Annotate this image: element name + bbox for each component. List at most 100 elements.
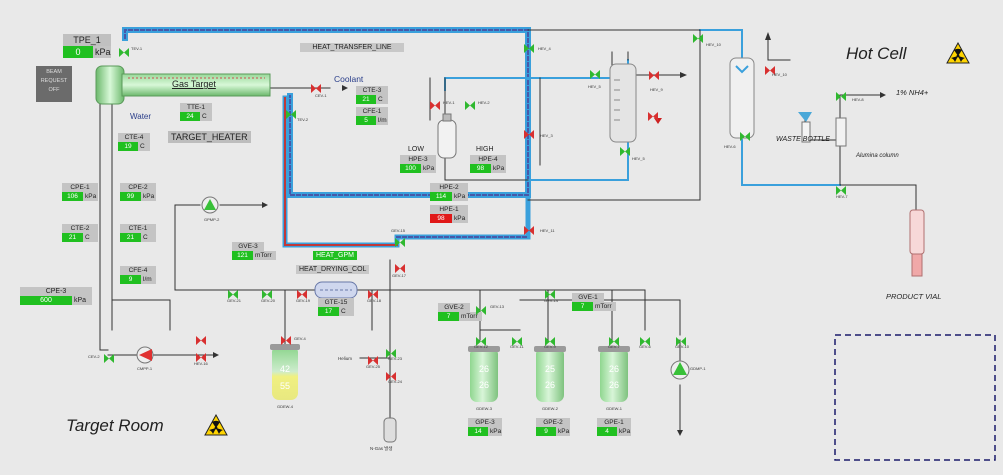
gauge-unit: mTorr	[461, 313, 478, 320]
valve-hev-lower-tag: HEV_5	[632, 156, 645, 161]
valve-hev8[interactable]	[836, 88, 846, 106]
valve-tev2[interactable]	[286, 106, 296, 124]
valve-gev21[interactable]	[228, 286, 238, 304]
valve-gev15[interactable]	[395, 234, 405, 252]
valve-hev12[interactable]	[648, 108, 658, 126]
gauge-name: CTE-2	[62, 224, 98, 233]
vessel-gdew3[interactable]: 26 26	[468, 346, 500, 402]
gauge-name: CPE-1	[62, 183, 98, 192]
gauge-name: HPE-1	[430, 205, 468, 214]
valve-hev7[interactable]	[836, 182, 846, 200]
valve-cev2[interactable]	[104, 350, 114, 368]
valve-hev10[interactable]	[765, 62, 775, 80]
gauge-name: CPE-2	[120, 183, 156, 192]
vessel-top-value: 42	[279, 364, 290, 374]
valve-hev5[interactable]	[590, 66, 600, 84]
valve-hev2-tag: HEV-2	[478, 100, 490, 105]
valve-gev24-tag: GEV-24	[388, 379, 403, 384]
valve-gev13[interactable]	[476, 302, 486, 320]
gauge-name: CTE-3	[356, 86, 388, 95]
vessel-cap	[468, 346, 500, 352]
valve-hev11[interactable]	[524, 222, 534, 240]
valve-upper-cev[interactable]	[196, 332, 206, 350]
valve-tev2-tag: TEV-2	[297, 117, 309, 122]
alumina-column-label: Alumina column	[856, 153, 899, 159]
gauge-name: TPE_1	[63, 34, 111, 46]
vessel-gdew2-tag: GDEW-2	[542, 406, 558, 411]
valve-hev2[interactable]	[465, 97, 475, 115]
valve-gev4[interactable]	[281, 332, 291, 350]
valve-gev19[interactable]	[297, 286, 307, 304]
nh4-label: 1% NH4+	[896, 88, 929, 97]
pump-gdmp1[interactable]	[671, 361, 689, 379]
valve-hev4-tag: HEV_4	[538, 46, 551, 51]
beam-request-button[interactable]: BEAM REQUEST OFF	[36, 66, 72, 102]
valve-gev24[interactable]	[386, 368, 396, 386]
valve-hev16[interactable]	[196, 349, 206, 367]
valve-gev18[interactable]	[368, 286, 378, 304]
valve-cev1[interactable]	[311, 80, 321, 98]
gauge-unit: l/m	[378, 117, 387, 124]
valve-gev7-tag: GEV-7	[608, 344, 620, 349]
heat-transfer-line-label: HEAT_TRANSFER_LINE	[300, 43, 404, 52]
gauge-value: 21	[356, 95, 376, 104]
gauge-value: 99	[120, 192, 141, 201]
valve-gev15-tag: GEV-15	[391, 228, 406, 233]
gauge-value: 24	[180, 112, 200, 121]
valve-tev1-tag: TEV-1	[131, 46, 143, 51]
valve-tev1[interactable]	[119, 44, 129, 62]
valve-hev4[interactable]	[524, 40, 534, 58]
valve-hev1[interactable]	[430, 97, 440, 115]
gauge-unit: C	[341, 308, 346, 315]
gauge-unit: kPa	[143, 193, 155, 200]
valve-gev25[interactable]	[368, 352, 378, 370]
gauge-value: 7	[572, 302, 593, 311]
valve-hev3[interactable]	[524, 126, 534, 144]
valve-gev23-tag: GEV-23	[388, 356, 403, 361]
valve-gev19-tag: GEV-19	[296, 298, 311, 303]
pump-gpmp2[interactable]	[202, 197, 218, 213]
valve-gev9[interactable]	[545, 333, 555, 351]
valve-gev20[interactable]	[262, 286, 272, 304]
valve-gev14[interactable]	[545, 286, 555, 304]
valve-gev25-tag: GEV-25	[366, 364, 381, 369]
valve-hev6[interactable]	[740, 128, 750, 146]
valve-gev13-tag: GEV-13	[490, 304, 505, 309]
valve-hev-top[interactable]	[693, 30, 703, 48]
valve-gev9-tag: GEV-9	[544, 344, 556, 349]
valve-gev10[interactable]	[676, 333, 686, 351]
vessel-top-value: 26	[608, 364, 619, 374]
pump-gpmp2-tag: GPMP-2	[204, 217, 220, 222]
valve-gev4-tag: GEV-4	[294, 336, 306, 341]
pump-cmpp1-tag: CMPP-1	[137, 366, 153, 371]
vessel-gdew1[interactable]: 26 26	[598, 346, 630, 402]
coolant-label: Coolant	[334, 74, 364, 84]
valve-gev10-tag: GEV-10	[675, 344, 690, 349]
vessel-gdew4[interactable]: 42 55	[270, 344, 300, 400]
valve-gev7[interactable]	[609, 333, 619, 351]
pump-cmpp1[interactable]	[137, 347, 153, 363]
valve-hev-lower[interactable]	[620, 143, 630, 161]
valve-gev21-tag: GEV-21	[227, 298, 242, 303]
valve-gev23[interactable]	[386, 345, 396, 363]
valve-gev6[interactable]	[640, 333, 650, 351]
valve-hev1-tag: HEV-1	[443, 100, 455, 105]
high-label: HIGH	[476, 146, 494, 153]
valve-hev16-tag: HEV-16	[194, 361, 208, 366]
gauge-value: 9	[120, 275, 141, 284]
gauge-name: GPE-3	[468, 418, 502, 427]
beam-line3: OFF	[48, 87, 60, 93]
vessel-gdew1-tag: GDEW-1	[606, 406, 622, 411]
valve-hev9-tag: HEV_9	[650, 87, 663, 92]
gauge-name: GPE-2	[536, 418, 570, 427]
valve-gev12[interactable]	[476, 333, 486, 351]
vessel-gdew2[interactable]: 25 26	[534, 346, 566, 402]
gauge-unit: C	[143, 234, 148, 241]
valve-gev17[interactable]	[395, 260, 405, 278]
valve-gev11[interactable]	[512, 333, 522, 351]
valve-hev9[interactable]	[649, 67, 659, 85]
valve-hev8-tag: HEV-8	[852, 97, 864, 102]
